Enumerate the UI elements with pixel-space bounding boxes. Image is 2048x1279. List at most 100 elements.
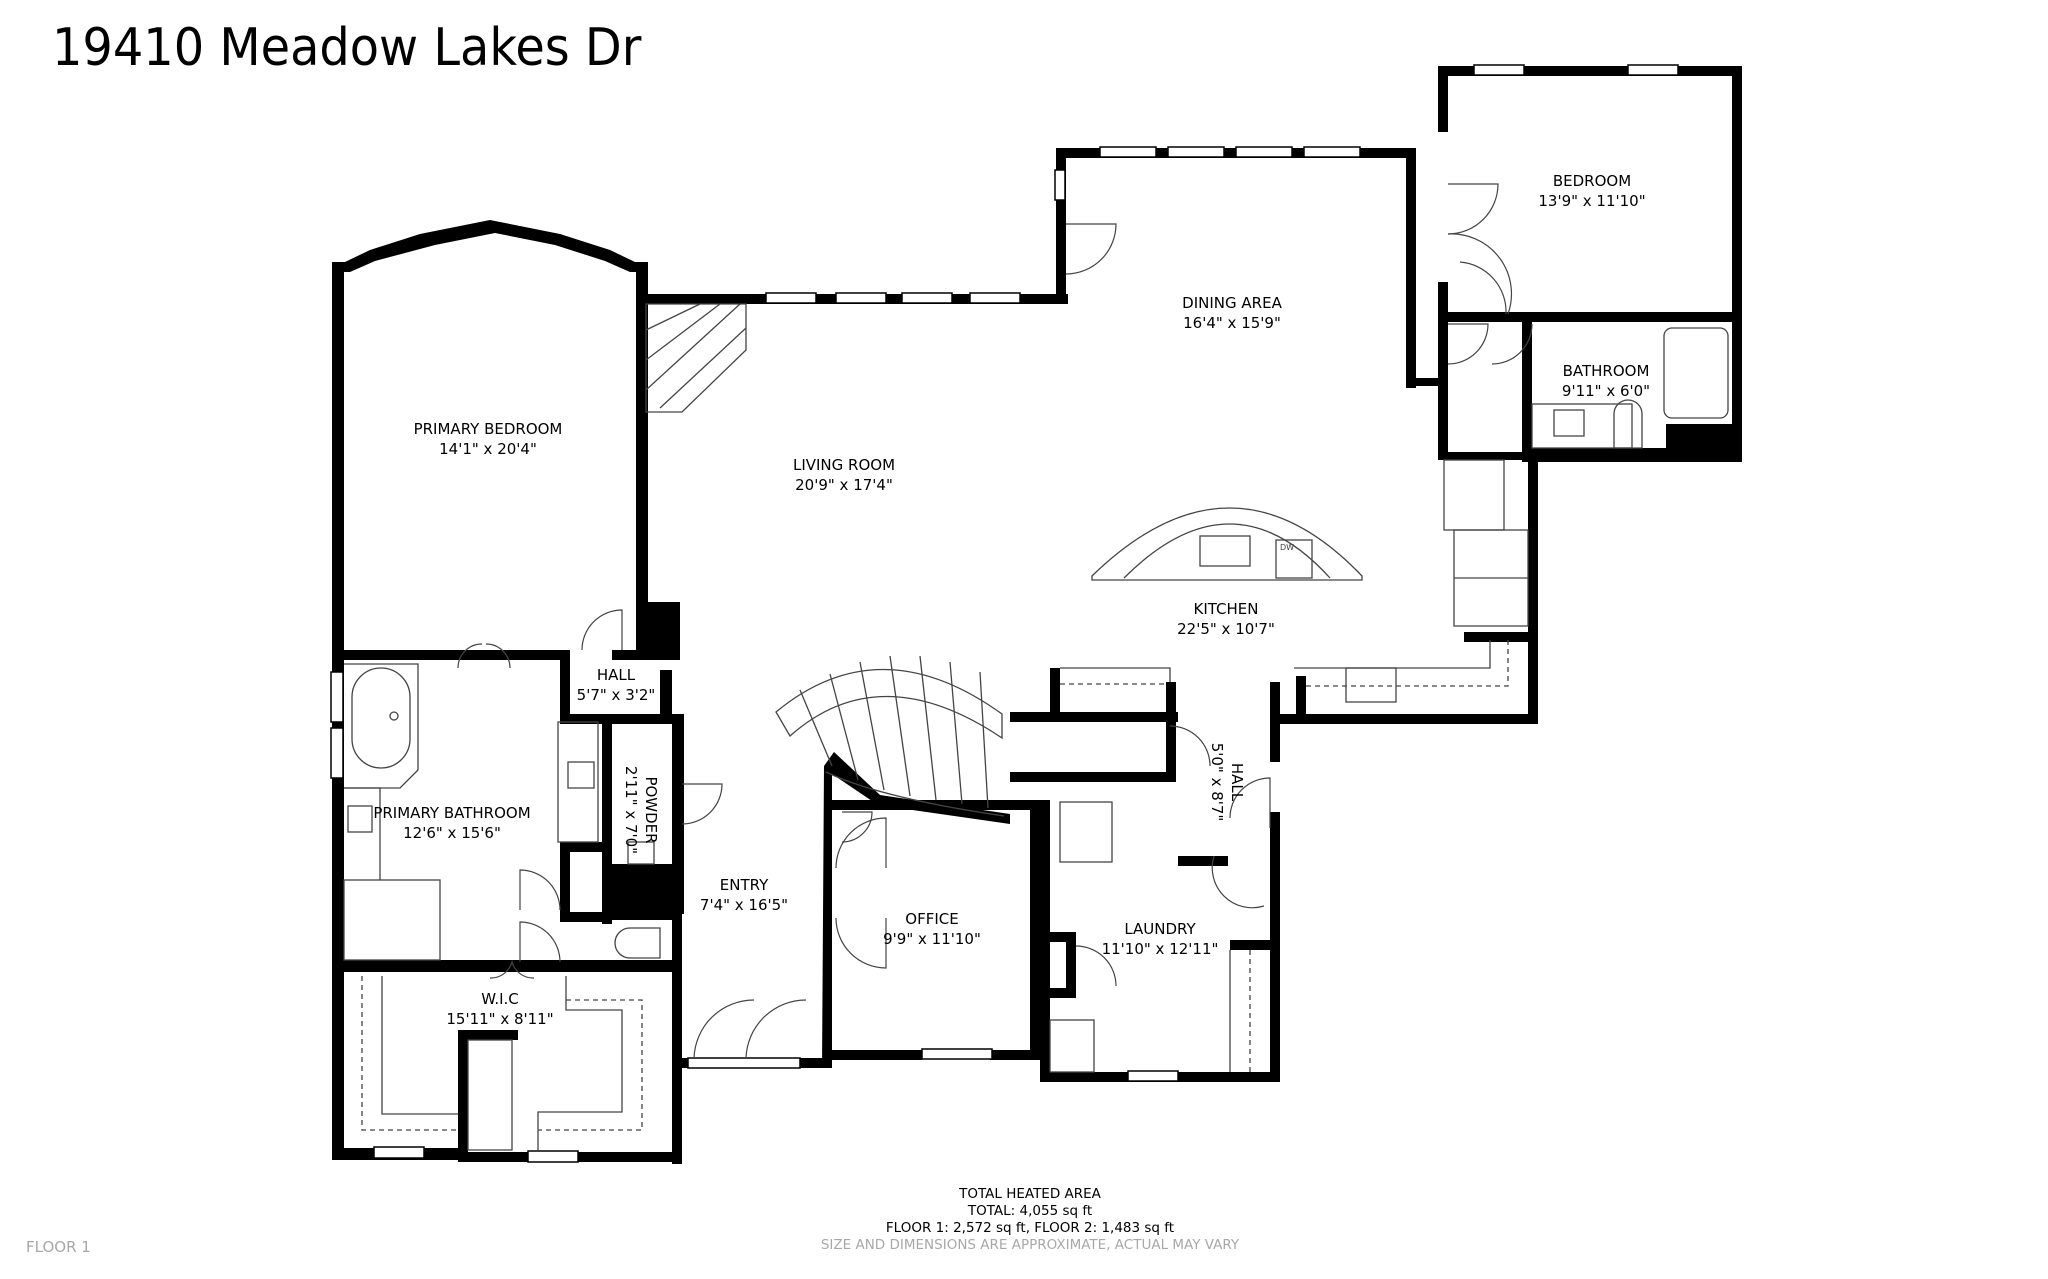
window bbox=[330, 671, 344, 723]
svg-text:22'5" x 10'7": 22'5" x 10'7" bbox=[1177, 620, 1275, 638]
window bbox=[1627, 64, 1679, 76]
door bbox=[1211, 855, 1265, 909]
window bbox=[330, 727, 344, 779]
bathtub bbox=[351, 667, 411, 769]
summary-disclaimer: SIZE AND DIMENSIONS ARE APPROXIMATE, ACT… bbox=[820, 1237, 1240, 1253]
primary-bedroom-top-wall bbox=[332, 220, 648, 660]
window bbox=[1127, 1070, 1179, 1082]
room-wic: W.I.C 15'11" x 8'11" bbox=[446, 990, 553, 1028]
svg-text:15'11" x 8'11": 15'11" x 8'11" bbox=[446, 1010, 553, 1028]
window bbox=[765, 292, 817, 304]
svg-text:11'10" x 12'11": 11'10" x 12'11" bbox=[1102, 940, 1219, 958]
room-living-room: LIVING ROOM 20'9" x 17'4" bbox=[793, 456, 895, 494]
door bbox=[693, 999, 807, 1059]
window bbox=[687, 1057, 801, 1069]
svg-text:16'4" x 15'9": 16'4" x 15'9" bbox=[1183, 314, 1281, 332]
svg-text:5'7" x 3'2": 5'7" x 3'2" bbox=[577, 686, 656, 704]
svg-text:PRIMARY BEDROOM: PRIMARY BEDROOM bbox=[414, 420, 563, 438]
svg-text:POWDER: POWDER bbox=[642, 776, 660, 843]
svg-text:2'11" x 7'0": 2'11" x 7'0" bbox=[622, 766, 640, 854]
bathroom-toilet bbox=[1613, 399, 1643, 449]
svg-text:7'4" x 16'5": 7'4" x 16'5" bbox=[700, 896, 788, 914]
cooktop bbox=[1345, 667, 1397, 703]
svg-text:HALL: HALL bbox=[1228, 763, 1246, 802]
room-bathroom: BATHROOM 9'11" x 6'0" bbox=[1562, 362, 1650, 400]
dishwasher-label: DW bbox=[1280, 543, 1294, 552]
window bbox=[1054, 169, 1066, 201]
fireplace bbox=[645, 303, 747, 413]
svg-text:14'1" x 20'4": 14'1" x 20'4" bbox=[439, 440, 537, 458]
door bbox=[1075, 945, 1117, 987]
sink bbox=[567, 761, 595, 789]
svg-text:PRIMARY BATHROOM: PRIMARY BATHROOM bbox=[373, 804, 530, 822]
fixtures: DW bbox=[343, 303, 1729, 1152]
svg-text:W.I.C: W.I.C bbox=[481, 990, 519, 1008]
door bbox=[1229, 777, 1271, 828]
room-dining-area: DINING AREA 16'4" x 15'9" bbox=[1182, 294, 1282, 332]
window bbox=[1473, 64, 1525, 76]
svg-text:9'11" x 6'0": 9'11" x 6'0" bbox=[1562, 382, 1650, 400]
room-hall-1: HALL 5'7" x 3'2" bbox=[577, 666, 656, 704]
window bbox=[1303, 146, 1361, 158]
room-laundry: LAUNDRY 11'10" x 12'11" bbox=[1102, 920, 1219, 958]
door bbox=[1459, 261, 1507, 315]
area-summary: TOTAL HEATED AREA TOTAL: 4,055 sq ft FLO… bbox=[780, 1186, 1280, 1254]
room-powder: POWDER 2'11" x 7'0" bbox=[622, 766, 660, 854]
island-sink bbox=[1199, 535, 1251, 567]
room-primary-bedroom: PRIMARY BEDROOM 14'1" x 20'4" bbox=[414, 420, 563, 458]
svg-text:ENTRY: ENTRY bbox=[720, 876, 769, 894]
page-title: 19410 Meadow Lakes Dr bbox=[52, 18, 642, 78]
svg-text:BEDROOM: BEDROOM bbox=[1553, 172, 1631, 190]
bathroom-sink bbox=[1553, 409, 1585, 437]
svg-text:KITCHEN: KITCHEN bbox=[1194, 600, 1259, 618]
door bbox=[457, 643, 511, 669]
window bbox=[835, 292, 887, 304]
window bbox=[921, 1048, 993, 1060]
door bbox=[519, 921, 561, 963]
staircase bbox=[775, 668, 1003, 740]
window bbox=[1167, 146, 1225, 158]
svg-text:20'9" x 17'4": 20'9" x 17'4" bbox=[795, 476, 893, 494]
svg-text:OFFICE: OFFICE bbox=[905, 910, 958, 928]
room-primary-bathroom: PRIMARY BATHROOM 12'6" x 15'6" bbox=[373, 804, 530, 842]
svg-text:LAUNDRY: LAUNDRY bbox=[1124, 920, 1196, 938]
door bbox=[519, 869, 561, 911]
doors bbox=[457, 183, 1533, 1059]
toilet bbox=[614, 927, 661, 959]
door bbox=[841, 811, 873, 843]
dishwasher bbox=[1275, 539, 1313, 579]
svg-text:HALL: HALL bbox=[597, 666, 636, 684]
svg-text:12'6" x 15'6": 12'6" x 15'6" bbox=[403, 824, 501, 842]
window bbox=[1235, 146, 1293, 158]
door bbox=[1447, 233, 1513, 315]
svg-text:9'9" x 11'10": 9'9" x 11'10" bbox=[883, 930, 981, 948]
svg-text:DINING AREA: DINING AREA bbox=[1182, 294, 1282, 312]
room-entry: ENTRY 7'4" x 16'5" bbox=[700, 876, 788, 914]
door bbox=[1447, 323, 1489, 365]
bathroom-vanity bbox=[1531, 403, 1633, 449]
svg-text:LIVING ROOM: LIVING ROOM bbox=[793, 456, 895, 474]
svg-text:5'0" x 8'7": 5'0" x 8'7" bbox=[1208, 743, 1226, 822]
room-hall-2: HALL 5'0" x 8'7" bbox=[1208, 743, 1246, 822]
door bbox=[1447, 183, 1499, 235]
window bbox=[901, 292, 953, 304]
window bbox=[527, 1150, 579, 1163]
walls bbox=[332, 66, 1742, 1164]
door bbox=[1065, 223, 1117, 275]
room-kitchen: KITCHEN 22'5" x 10'7" bbox=[1177, 600, 1275, 638]
door bbox=[681, 783, 723, 825]
window bbox=[1099, 146, 1157, 158]
summary-floors: FLOOR 1: 2,572 sq ft, FLOOR 2: 1,483 sq … bbox=[885, 1220, 1175, 1236]
sink bbox=[347, 805, 373, 833]
door bbox=[1491, 323, 1533, 365]
bathroom-tub bbox=[1663, 327, 1729, 419]
room-office: OFFICE 9'9" x 11'10" bbox=[883, 910, 981, 948]
window bbox=[969, 292, 1021, 304]
door bbox=[1169, 725, 1211, 767]
door bbox=[581, 609, 623, 651]
window bbox=[373, 1146, 425, 1159]
kitchen-island bbox=[1091, 507, 1363, 581]
door bbox=[489, 959, 535, 979]
room-bedroom: BEDROOM 13'9" x 11'10" bbox=[1538, 172, 1645, 210]
